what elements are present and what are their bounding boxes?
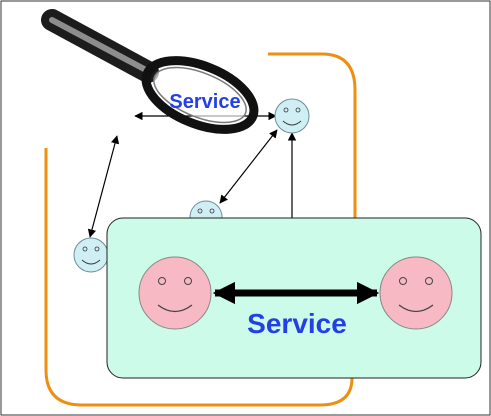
magnifier-icon	[41, 9, 259, 134]
arrow-left-diagonal	[87, 135, 120, 238]
smiley-face-icon	[274, 98, 310, 134]
service-label-large: Service	[247, 308, 347, 339]
arrow-center-diagonal	[219, 129, 278, 204]
smiley-face-icon	[73, 237, 109, 273]
smiley-face-icon	[138, 256, 212, 330]
smiley-face-icon	[379, 256, 453, 330]
orange-boundary-left	[44, 148, 354, 407]
service-label-small: Service	[169, 91, 240, 113]
orange-boundary-right	[268, 52, 357, 225]
